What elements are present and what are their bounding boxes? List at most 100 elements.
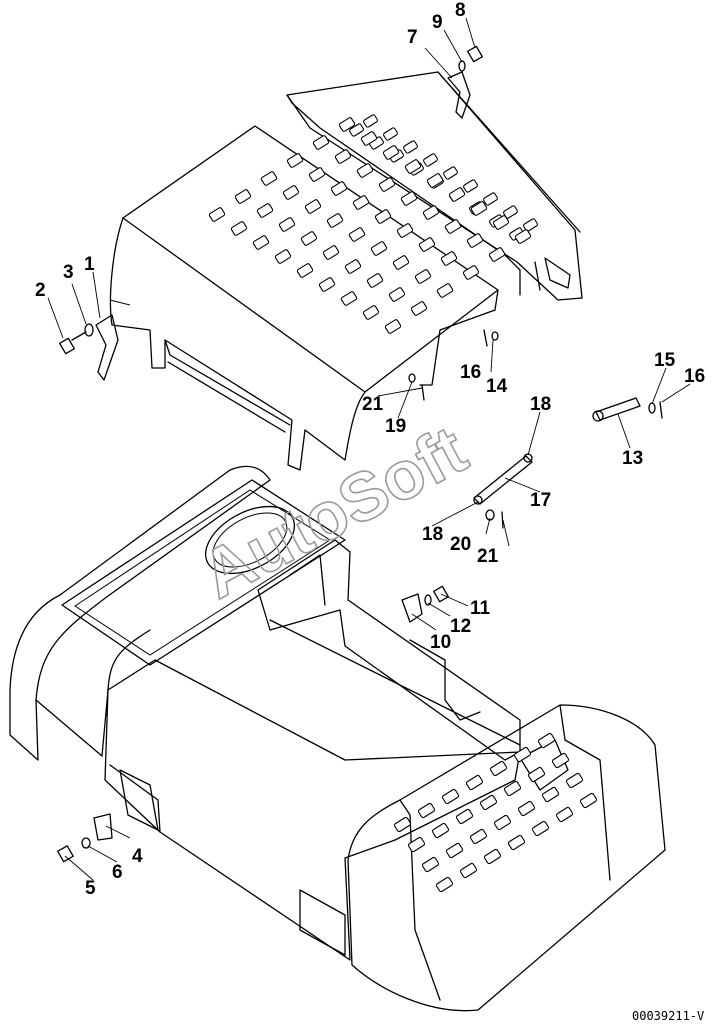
perforation-hole: [403, 140, 418, 154]
upper-hood-cover: [109, 117, 532, 471]
perforation-hole: [514, 229, 532, 244]
callout-7: 7: [407, 27, 418, 48]
callout-18b: 18: [422, 524, 443, 545]
perforation-hole: [362, 305, 380, 320]
watermark-text: AutoSoft: [189, 411, 478, 613]
callout-6: 6: [112, 862, 123, 883]
perforation-hole: [517, 800, 536, 817]
perforation-hole: [384, 319, 402, 334]
perforation-hole: [503, 780, 522, 797]
callout-12: 12: [450, 616, 471, 637]
perforation-hole: [469, 828, 488, 845]
perforation-hole: [436, 283, 454, 298]
perforation-hole: [260, 171, 278, 186]
perforation-hole: [492, 215, 510, 230]
perforation-hole: [493, 814, 512, 831]
perforation-hole: [230, 221, 248, 236]
perforation-hole: [565, 772, 584, 789]
perforation-hole: [418, 237, 436, 252]
perforation-hole: [527, 766, 546, 783]
perforation-hole: [352, 195, 370, 210]
perforation-hole: [483, 192, 498, 206]
perforation-hole: [274, 249, 292, 264]
perforation-hole: [537, 732, 556, 749]
perforation-hole: [234, 189, 252, 204]
callout-labels: 1 2 3 4 5 6 7 8 9 10 11 12 13 14 15 16 1…: [35, 0, 705, 899]
perforation-hole: [396, 223, 414, 238]
perforation-hole: [455, 808, 474, 825]
perforation-hole: [463, 179, 478, 193]
perforation-hole: [489, 760, 508, 777]
callout-2: 2: [35, 280, 46, 301]
perforation-hole: [252, 235, 270, 250]
perforation-hole: [423, 153, 438, 167]
callout-19: 19: [385, 416, 406, 437]
perforation-hole: [363, 114, 378, 128]
callout-15: 15: [654, 350, 676, 371]
perforation-hole: [441, 788, 460, 805]
callout-1: 1: [84, 254, 95, 275]
perforation-hole: [417, 802, 436, 819]
perforation-hole: [392, 255, 410, 270]
perforation-hole: [378, 177, 396, 192]
callout-14: 14: [486, 376, 508, 397]
perforation-hole: [555, 806, 574, 823]
perforation-hole: [300, 231, 318, 246]
perforation-hole: [360, 131, 378, 146]
perforation-hole: [462, 265, 480, 280]
perforation-hole: [366, 273, 384, 288]
perforation-hole: [296, 263, 314, 278]
perforation-hole: [445, 842, 464, 859]
perforation-hole: [278, 217, 296, 232]
callout-21b: 21: [477, 546, 499, 567]
perforation-hole: [488, 247, 506, 262]
leader-lines: [47, 17, 691, 881]
perforation-hole: [318, 277, 336, 292]
perforation-hole: [465, 774, 484, 791]
perforation-hole: [579, 792, 598, 809]
perforation-hole: [326, 213, 344, 228]
perforation-hole: [374, 209, 392, 224]
callout-10: 10: [430, 632, 451, 653]
callout-13: 13: [622, 448, 643, 469]
callout-17: 17: [530, 490, 551, 511]
perforation-hole: [541, 786, 560, 803]
callout-8: 8: [455, 0, 466, 21]
perforation-hole: [304, 199, 322, 214]
drawing-code: 00039211-V: [632, 1009, 704, 1023]
perforation-hole: [507, 834, 526, 851]
perforation-hole: [466, 233, 484, 248]
perforation-hole: [440, 251, 458, 266]
perforation-hole: [340, 291, 358, 306]
perforation-hole: [459, 862, 478, 879]
perforation-hole: [483, 848, 502, 865]
perforation-hole: [282, 185, 300, 200]
callout-5: 5: [85, 878, 96, 899]
perforation-hole: [330, 181, 348, 196]
callout-16a: 16: [460, 362, 481, 383]
hood-perforations: [208, 117, 532, 334]
perforation-hole: [551, 752, 570, 769]
perforation-hole: [322, 245, 340, 260]
perforation-hole: [421, 856, 440, 873]
perforation-hole: [435, 876, 454, 893]
callout-20: 20: [450, 534, 471, 555]
perforation-hole: [356, 163, 374, 178]
perforation-hole: [513, 746, 532, 763]
perforation-hole: [393, 816, 412, 833]
callout-9: 9: [432, 12, 443, 33]
perforation-hole: [312, 135, 330, 150]
callout-18a: 18: [530, 394, 551, 415]
perforation-hole: [208, 207, 226, 222]
perforation-hole: [383, 127, 398, 141]
perforation-hole: [444, 219, 462, 234]
perforation-hole: [382, 145, 400, 160]
lower-base-enclosure: [9, 465, 666, 1012]
perforation-hole: [308, 167, 326, 182]
perforation-hole: [414, 269, 432, 284]
perforation-hole: [348, 227, 366, 242]
callout-16b: 16: [684, 366, 705, 387]
perforation-hole: [404, 159, 422, 174]
